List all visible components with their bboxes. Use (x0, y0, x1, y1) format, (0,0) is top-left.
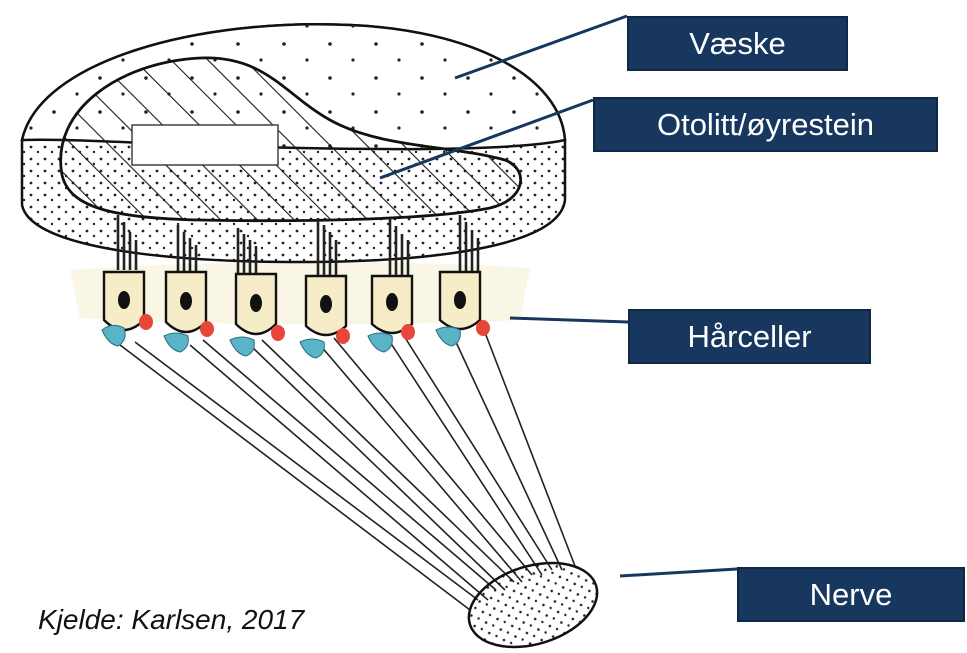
label-otolith: Otolitt/øyrestein (593, 97, 938, 152)
label-fluid: Væske (627, 16, 848, 71)
leader-line-fluid (455, 16, 627, 78)
label-hair-cells: Hårceller (628, 309, 871, 364)
nerve-fibers (120, 330, 575, 610)
label-nerve: Nerve (737, 567, 965, 622)
source-citation: Kjelde: Karlsen, 2017 (38, 604, 304, 636)
nerve-cross-section (458, 548, 607, 653)
leader-line-hair-cells (510, 318, 628, 322)
leader-line-nerve (620, 569, 737, 576)
otolith-rectangle (132, 125, 278, 165)
